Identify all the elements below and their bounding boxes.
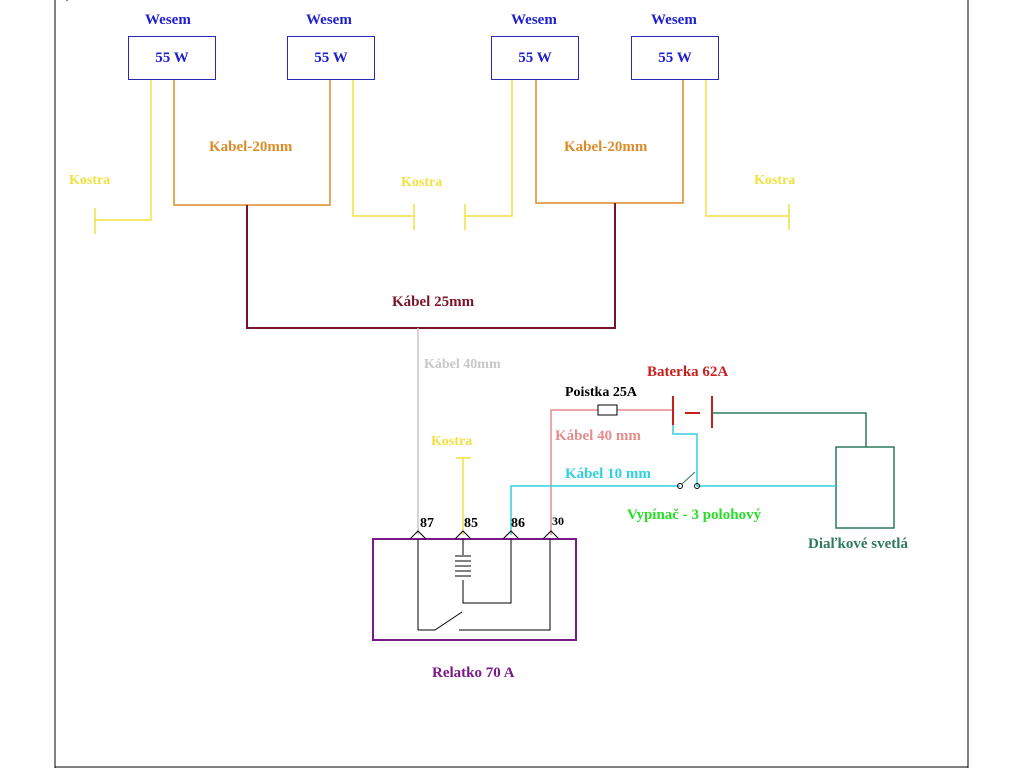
lamp-1-box: 55 W (128, 36, 216, 80)
ground-wires (94, 80, 790, 535)
cable-20mm-wires (173, 80, 684, 206)
lamp-1-power: 55 W (155, 49, 189, 66)
lamp-4-power: 55 W (658, 49, 692, 66)
cable-40mm-pink-label: Kábel 40 mm (555, 428, 641, 444)
relay-label: Relatko 70 A (432, 665, 515, 681)
battery-symbol (672, 396, 713, 428)
switch-symbol (677, 471, 700, 489)
cable-40mm-pink-wire (550, 409, 673, 535)
ground-label-3: Kostra (754, 173, 796, 188)
ground-relay-label: Kostra (431, 434, 473, 449)
lamp-1-title: Wesem (145, 12, 191, 28)
lamp-2-box: 55 W (287, 36, 375, 80)
lamp-3-power: 55 W (518, 49, 552, 66)
fuse-label: Poistka 25A (565, 385, 637, 400)
frame (54, 0, 969, 768)
pin-85-label: 85 (464, 516, 478, 531)
pin-30-label: 30 (552, 514, 564, 528)
cable-40mm-grey-label: Kábel 40mm (424, 357, 501, 372)
pin-86-label: 86 (511, 516, 525, 531)
switch-label: Vypínač - 3 polohový (627, 507, 762, 523)
cable-10mm-wire (510, 425, 836, 535)
relay-box (372, 530, 577, 641)
ground-label-2: Kostra (401, 175, 443, 190)
lamp-3-title: Wesem (511, 12, 557, 28)
lamp-3-box: 55 W (491, 36, 579, 80)
cable-25mm-wire (246, 203, 616, 329)
cable-10mm-label: Kábel 10 mm (565, 466, 651, 482)
battery-label: Baterka 62A (647, 364, 729, 380)
pin-87-label: 87 (420, 516, 434, 531)
lamp-2-power: 55 W (314, 49, 348, 66)
ground-label-1: Kostra (69, 173, 111, 188)
beam-wire (712, 412, 895, 529)
high-beam-label: Diaľkové svetlá (808, 536, 908, 552)
lamp-4-box: 55 W (631, 36, 719, 80)
cable-25mm-label: Kábel 25mm (392, 294, 475, 310)
fuse-symbol (597, 404, 618, 416)
cable-20mm-right-label: Kabel-20mm (564, 139, 648, 155)
lamp-4-title: Wesem (651, 12, 697, 28)
lamp-2-title: Wesem (306, 12, 352, 28)
cable-20mm-left-label: Kabel-20mm (209, 139, 293, 155)
